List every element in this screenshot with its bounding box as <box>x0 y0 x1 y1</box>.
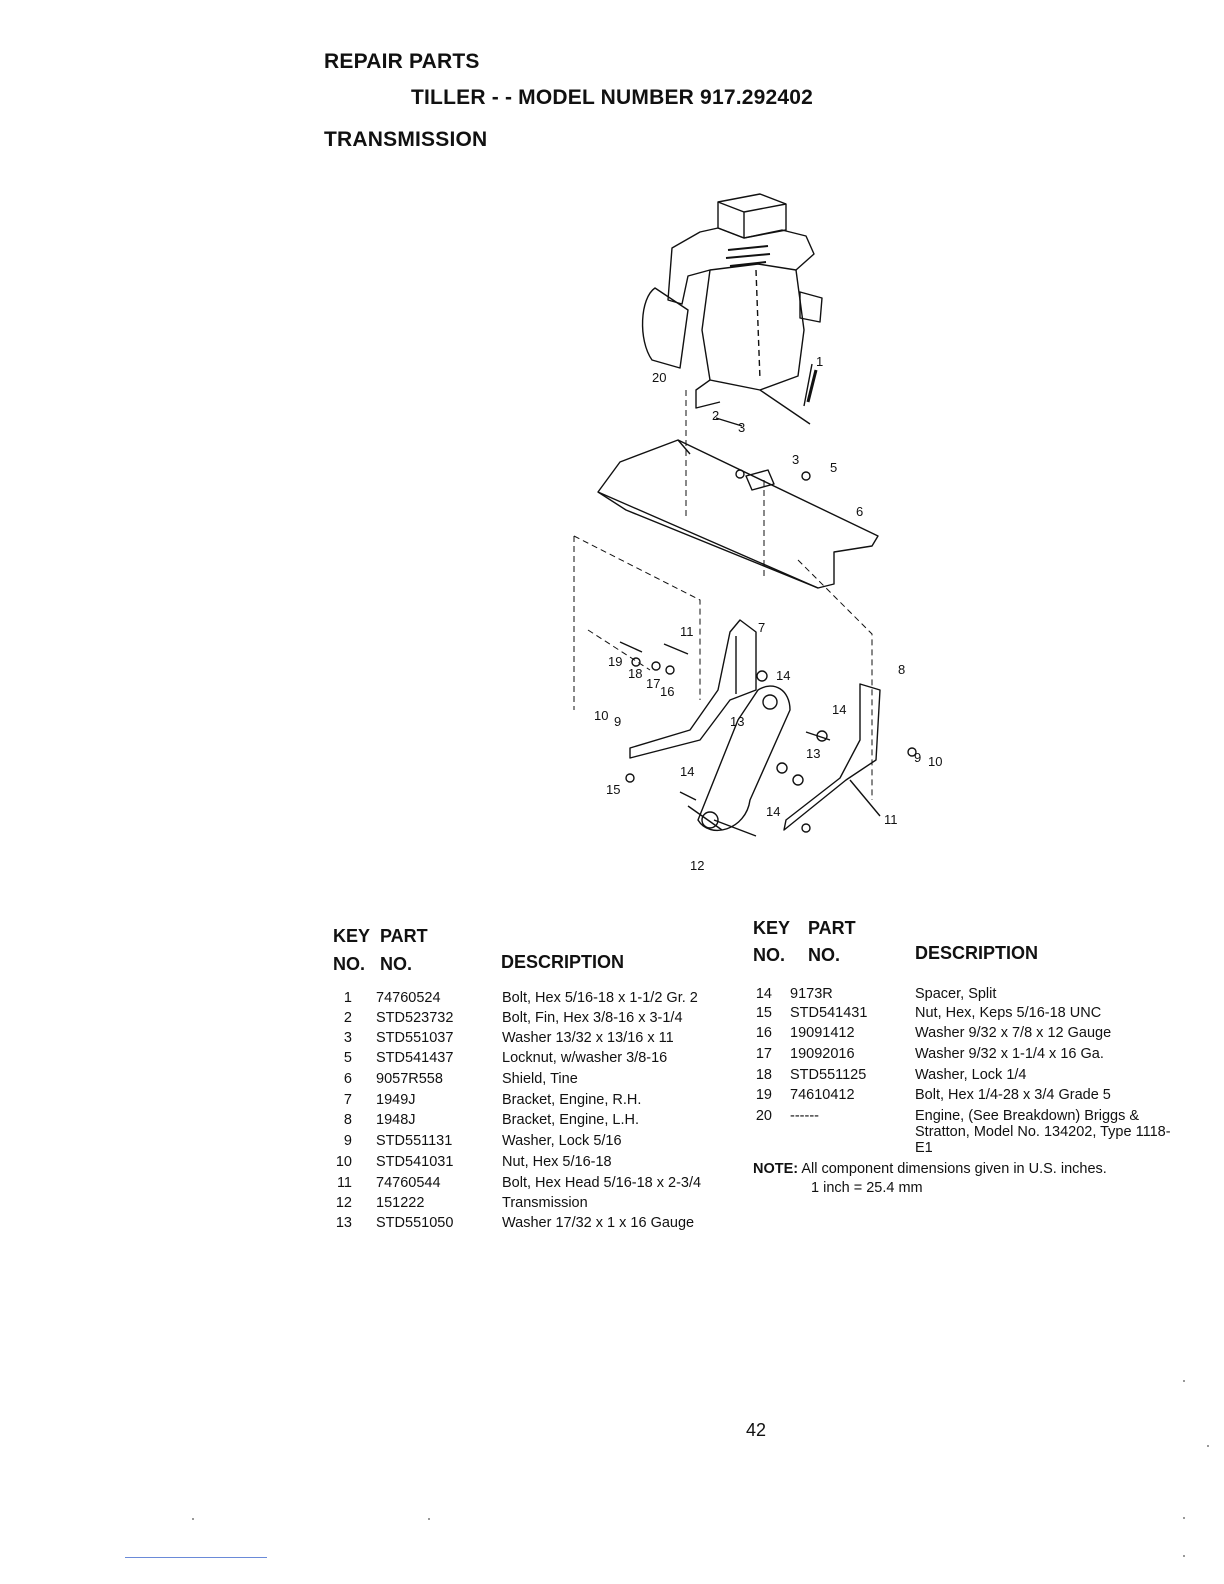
callout-label: 15 <box>606 782 620 797</box>
callout-label: 2 <box>712 408 719 423</box>
callout-label: 14 <box>766 804 780 819</box>
part-header-right: PART <box>808 918 856 938</box>
scan-speck <box>1207 1445 1209 1447</box>
callout-label: 20 <box>652 370 666 385</box>
key-header: KEY <box>333 926 371 946</box>
callout-label: 10 <box>594 708 608 723</box>
scan-speck <box>428 1518 430 1520</box>
note-conversion: 1 inch = 25.4 mm <box>811 1180 923 1196</box>
subsection-title: TRANSMISSION <box>324 128 488 151</box>
footer-divider <box>125 1557 267 1558</box>
scan-speck <box>1183 1517 1185 1519</box>
engine-bracket-lh-drawing <box>783 683 881 831</box>
hardware-drawing <box>619 363 917 833</box>
scan-speck <box>192 1518 194 1520</box>
exploded-parts-diagram: 1 20 2 3 3 5 6 7 11 19 18 17 16 14 8 14 … <box>573 193 942 873</box>
callout-label: 19 <box>608 654 622 669</box>
callout-label: 11 <box>884 812 898 827</box>
callout-label: 9 <box>914 750 921 765</box>
scan-speck <box>1183 1555 1185 1557</box>
engine-bracket-rh-drawing <box>629 619 757 759</box>
description-header-right: DESCRIPTION <box>915 943 1039 963</box>
part-no-header-right: NO. <box>808 945 841 965</box>
callout-label: 3 <box>792 452 799 467</box>
callout-label: 3 <box>738 420 745 435</box>
description-header: DESCRIPTION <box>501 952 625 972</box>
transmission-drawing <box>679 685 791 837</box>
callout-label: 12 <box>690 858 704 873</box>
callout-label: 9 <box>614 714 621 729</box>
callout-label: 13 <box>730 714 744 729</box>
callout-label: 17 <box>646 676 660 691</box>
engine-drawing <box>641 193 823 425</box>
callout-label: 10 <box>928 754 942 769</box>
key-no-header-right: NO. <box>753 945 786 965</box>
key-no-header: NO. <box>333 954 366 974</box>
section-title: REPAIR PARTS <box>324 50 480 73</box>
callout-label: 14 <box>832 702 846 717</box>
callout-label: 5 <box>830 460 837 475</box>
page-number: 42 <box>746 1420 767 1440</box>
note-label: NOTE: <box>753 1161 799 1177</box>
callout-label: 14 <box>776 668 790 683</box>
callout-label: 11 <box>680 624 694 639</box>
part-header: PART <box>380 926 428 946</box>
callout-label: 14 <box>680 764 694 779</box>
scan-speck <box>1183 1380 1185 1382</box>
note-text: All component dimensions given in U.S. i… <box>801 1161 1107 1177</box>
dimension-note: NOTE: All component dimensions given in … <box>753 1160 1107 1198</box>
callout-label: 1 <box>816 354 823 369</box>
callout-label: 18 <box>628 666 642 681</box>
callout-label: 8 <box>898 662 905 677</box>
callout-label: 16 <box>660 684 674 699</box>
key-header-right: KEY <box>753 918 791 938</box>
model-title: TILLER - - MODEL NUMBER 917.292402 <box>411 86 814 109</box>
part-no-header: NO. <box>380 954 413 974</box>
callout-label: 13 <box>806 746 820 761</box>
callout-label: 7 <box>758 620 765 635</box>
tine-shield-drawing <box>597 439 879 589</box>
callout-label: 6 <box>856 504 863 519</box>
